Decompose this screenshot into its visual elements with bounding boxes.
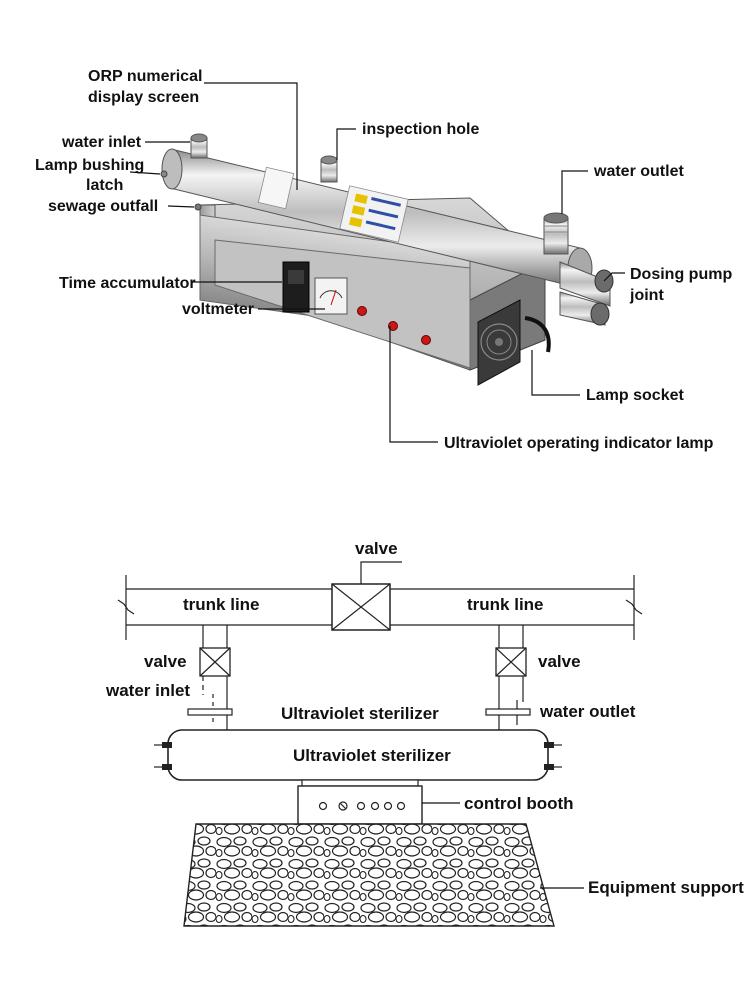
sewage-outfall-plug (194, 203, 202, 211)
equipment-support (183, 823, 555, 927)
indicator-lamp-1 (357, 306, 367, 316)
label-trunk-line-right: trunk line (467, 595, 544, 614)
label-valve-top: valve (355, 539, 398, 558)
main-tube (161, 148, 614, 326)
label-lamp-bushing-line1: Lamp bushing (35, 157, 144, 174)
label-voltmeter: voltmeter (182, 301, 254, 318)
label-dosing-pump-line1: Dosing pump (630, 266, 732, 283)
label-uv-sterilizer-upper: Ultraviolet sterilizer (281, 704, 439, 723)
label-orp-display-line1: ORP numerical (88, 68, 202, 85)
label-lamp-bushing-line2: latch (86, 177, 123, 194)
water-outlet-nozzle (543, 212, 569, 255)
label-lamp-socket: Lamp socket (586, 387, 684, 404)
label-water-outlet-diagram: water outlet (539, 702, 636, 721)
sterilizer-body (154, 729, 562, 781)
label-equipment-support: Equipment support (588, 878, 744, 897)
left-branch-pipe (187, 625, 233, 730)
label-time-accumulator: Time accumulator (59, 275, 196, 292)
diagram-labels: valve trunk line trunk line valve valve … (105, 539, 744, 897)
label-sewage-outfall: sewage outfall (48, 198, 158, 215)
spec-sticker (257, 166, 295, 210)
photo-leader-lines (129, 82, 625, 443)
voltmeter-gauge (314, 277, 348, 315)
water-inlet-nozzle (190, 133, 208, 159)
control-booth (297, 779, 423, 825)
label-orp-display-line2: display screen (88, 89, 199, 106)
label-uv-sterilizer-body: Ultraviolet sterilizer (293, 746, 451, 765)
inspection-hole-nozzle (320, 155, 338, 183)
label-dosing-pump-line2: joint (629, 287, 664, 304)
right-branch-pipe (485, 625, 531, 730)
label-uv-indicator-lamp: Ultraviolet operating indicator lamp (444, 435, 714, 452)
label-trunk-line-left: trunk line (183, 595, 260, 614)
sterilizer-photo (160, 133, 614, 386)
top-valve (331, 561, 402, 631)
front-panel (214, 239, 471, 369)
indicator-lamp-2 (388, 321, 398, 331)
label-water-inlet: water inlet (61, 134, 142, 151)
latch-pin (160, 170, 168, 178)
time-accumulator-display (282, 261, 310, 313)
label-valve-left: valve (144, 652, 187, 671)
label-control-booth: control booth (464, 794, 574, 813)
lamp-socket-cable (524, 316, 551, 353)
indicator-lamp-3 (421, 335, 431, 345)
cooling-fan (477, 299, 521, 386)
label-water-outlet: water outlet (593, 163, 684, 180)
label-valve-right: valve (538, 652, 581, 671)
photo-labels: ORP numerical display screen water inlet… (35, 68, 732, 452)
label-water-inlet-diagram: water inlet (105, 681, 190, 700)
installation-diagram (117, 561, 643, 927)
label-inspection-hole: inspection hole (362, 121, 479, 138)
